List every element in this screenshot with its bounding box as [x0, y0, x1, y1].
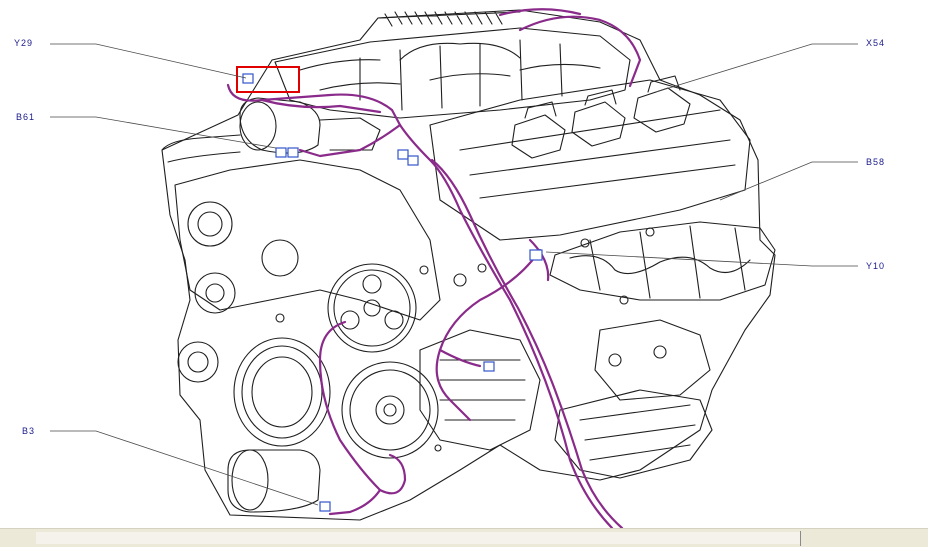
- leader-line-x54: [655, 43, 858, 93]
- engine-block-outline: [161, 9, 776, 521]
- timing-cover: [174, 159, 441, 321]
- cylinder-head: [429, 79, 751, 241]
- callout-label-y10[interactable]: Y10: [866, 261, 886, 271]
- exhaust-manifold: [549, 221, 776, 301]
- oil-pan: [554, 389, 713, 479]
- engine-wiring-diagram: [50, 8, 858, 530]
- leader-line-y10: [545, 251, 858, 267]
- callout-label-y29[interactable]: Y29: [14, 38, 34, 48]
- leader-line-b3: [50, 430, 319, 506]
- connectors: [242, 73, 543, 512]
- leader-line-b58: [719, 161, 858, 201]
- callout-label-b58[interactable]: B58: [866, 157, 886, 167]
- idler-pulley-lower: [177, 341, 219, 383]
- power-steering-pulley: [341, 361, 439, 459]
- leader-line-b61: [50, 116, 277, 149]
- callout-label-b61[interactable]: B61: [16, 112, 36, 122]
- intake-manifold: [274, 27, 631, 119]
- crankshaft-pulley: [233, 337, 331, 447]
- wiring-harness: [226, 8, 642, 530]
- tensioner-pulley: [194, 272, 236, 314]
- idler-pulley-upper: [187, 201, 233, 247]
- idler-pulley-mid: [261, 239, 299, 277]
- ignition-coils: [511, 75, 691, 159]
- callout-label-b3[interactable]: B3: [22, 426, 36, 436]
- alternator: [419, 329, 541, 451]
- status-bar-divider: [800, 531, 801, 546]
- status-bar-panel: [36, 532, 800, 544]
- leader-line-y29: [50, 43, 247, 79]
- y29-highlight-box[interactable]: [236, 66, 300, 93]
- crank-sensor-housing: [227, 449, 321, 513]
- callout-label-x54[interactable]: X54: [866, 38, 886, 48]
- status-bar: [0, 528, 928, 547]
- water-pump-pulley: [327, 263, 417, 353]
